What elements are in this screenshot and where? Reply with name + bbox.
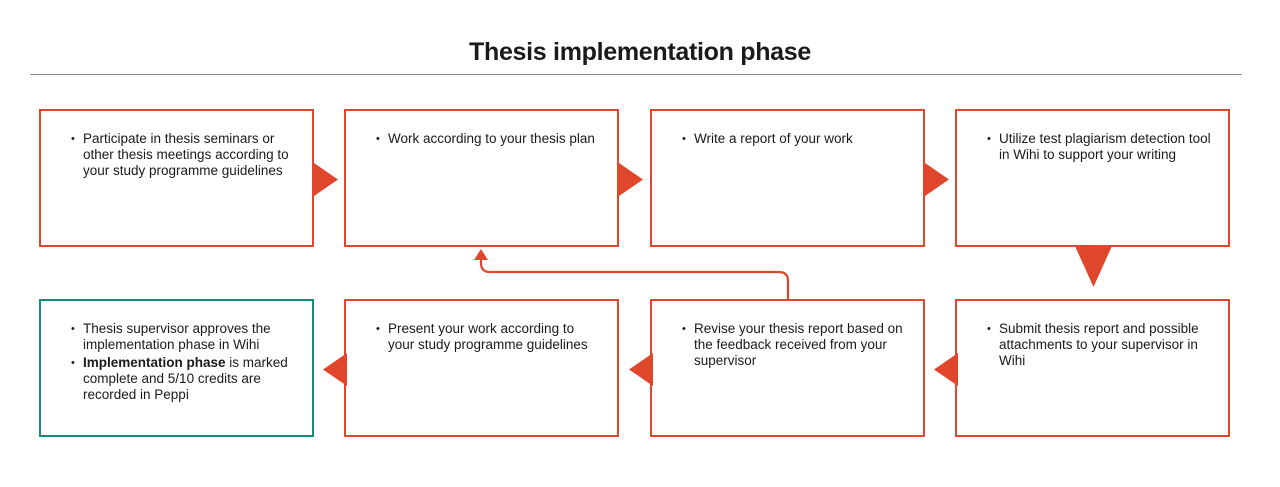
arrow-right-1-to-2 [314, 163, 338, 196]
arrow-right-2-to-3 [619, 163, 643, 196]
step-box-5: Submit thesis report and possible attach… [955, 299, 1230, 437]
step-box-7: Present your work according to your stud… [344, 299, 619, 437]
step-box-8-final: Thesis supervisor approves the implement… [39, 299, 314, 437]
step-3-bullet: Write a report of your work [682, 131, 907, 147]
feedback-loop-line [479, 258, 790, 299]
step-box-6: Revise your thesis report based on the f… [650, 299, 925, 437]
step-6-bullet: Revise your thesis report based on the f… [682, 321, 907, 369]
step-box-4: Utilize test plagiarism detection tool i… [955, 109, 1230, 247]
title-divider [30, 74, 1242, 75]
step-5-bullet: Submit thesis report and possible attach… [987, 321, 1212, 369]
step-box-2: Work according to your thesis plan [344, 109, 619, 247]
step-4-bullet: Utilize test plagiarism detection tool i… [987, 131, 1212, 163]
step-2-bullet: Work according to your thesis plan [376, 131, 601, 147]
arrow-down-4-to-5 [1075, 246, 1112, 287]
step-8-bold-lead: Implementation phase [83, 355, 226, 370]
arrow-right-3-to-4 [925, 163, 949, 196]
step-7-bullet: Present your work according to your stud… [376, 321, 601, 353]
step-1-bullet: Participate in thesis seminars or other … [71, 131, 296, 179]
step-box-3: Write a report of your work [650, 109, 925, 247]
diagram-title: Thesis implementation phase [469, 38, 811, 66]
step-box-1: Participate in thesis seminars or other … [39, 109, 314, 247]
step-8-rest: is marked complete and 5/10 credits are … [83, 355, 288, 402]
step-8-bullet-2: Implementation phase is marked complete … [71, 355, 296, 403]
feedback-loop-arrowhead [474, 249, 488, 260]
step-8-bullet-1: Thesis supervisor approves the implement… [71, 321, 296, 353]
